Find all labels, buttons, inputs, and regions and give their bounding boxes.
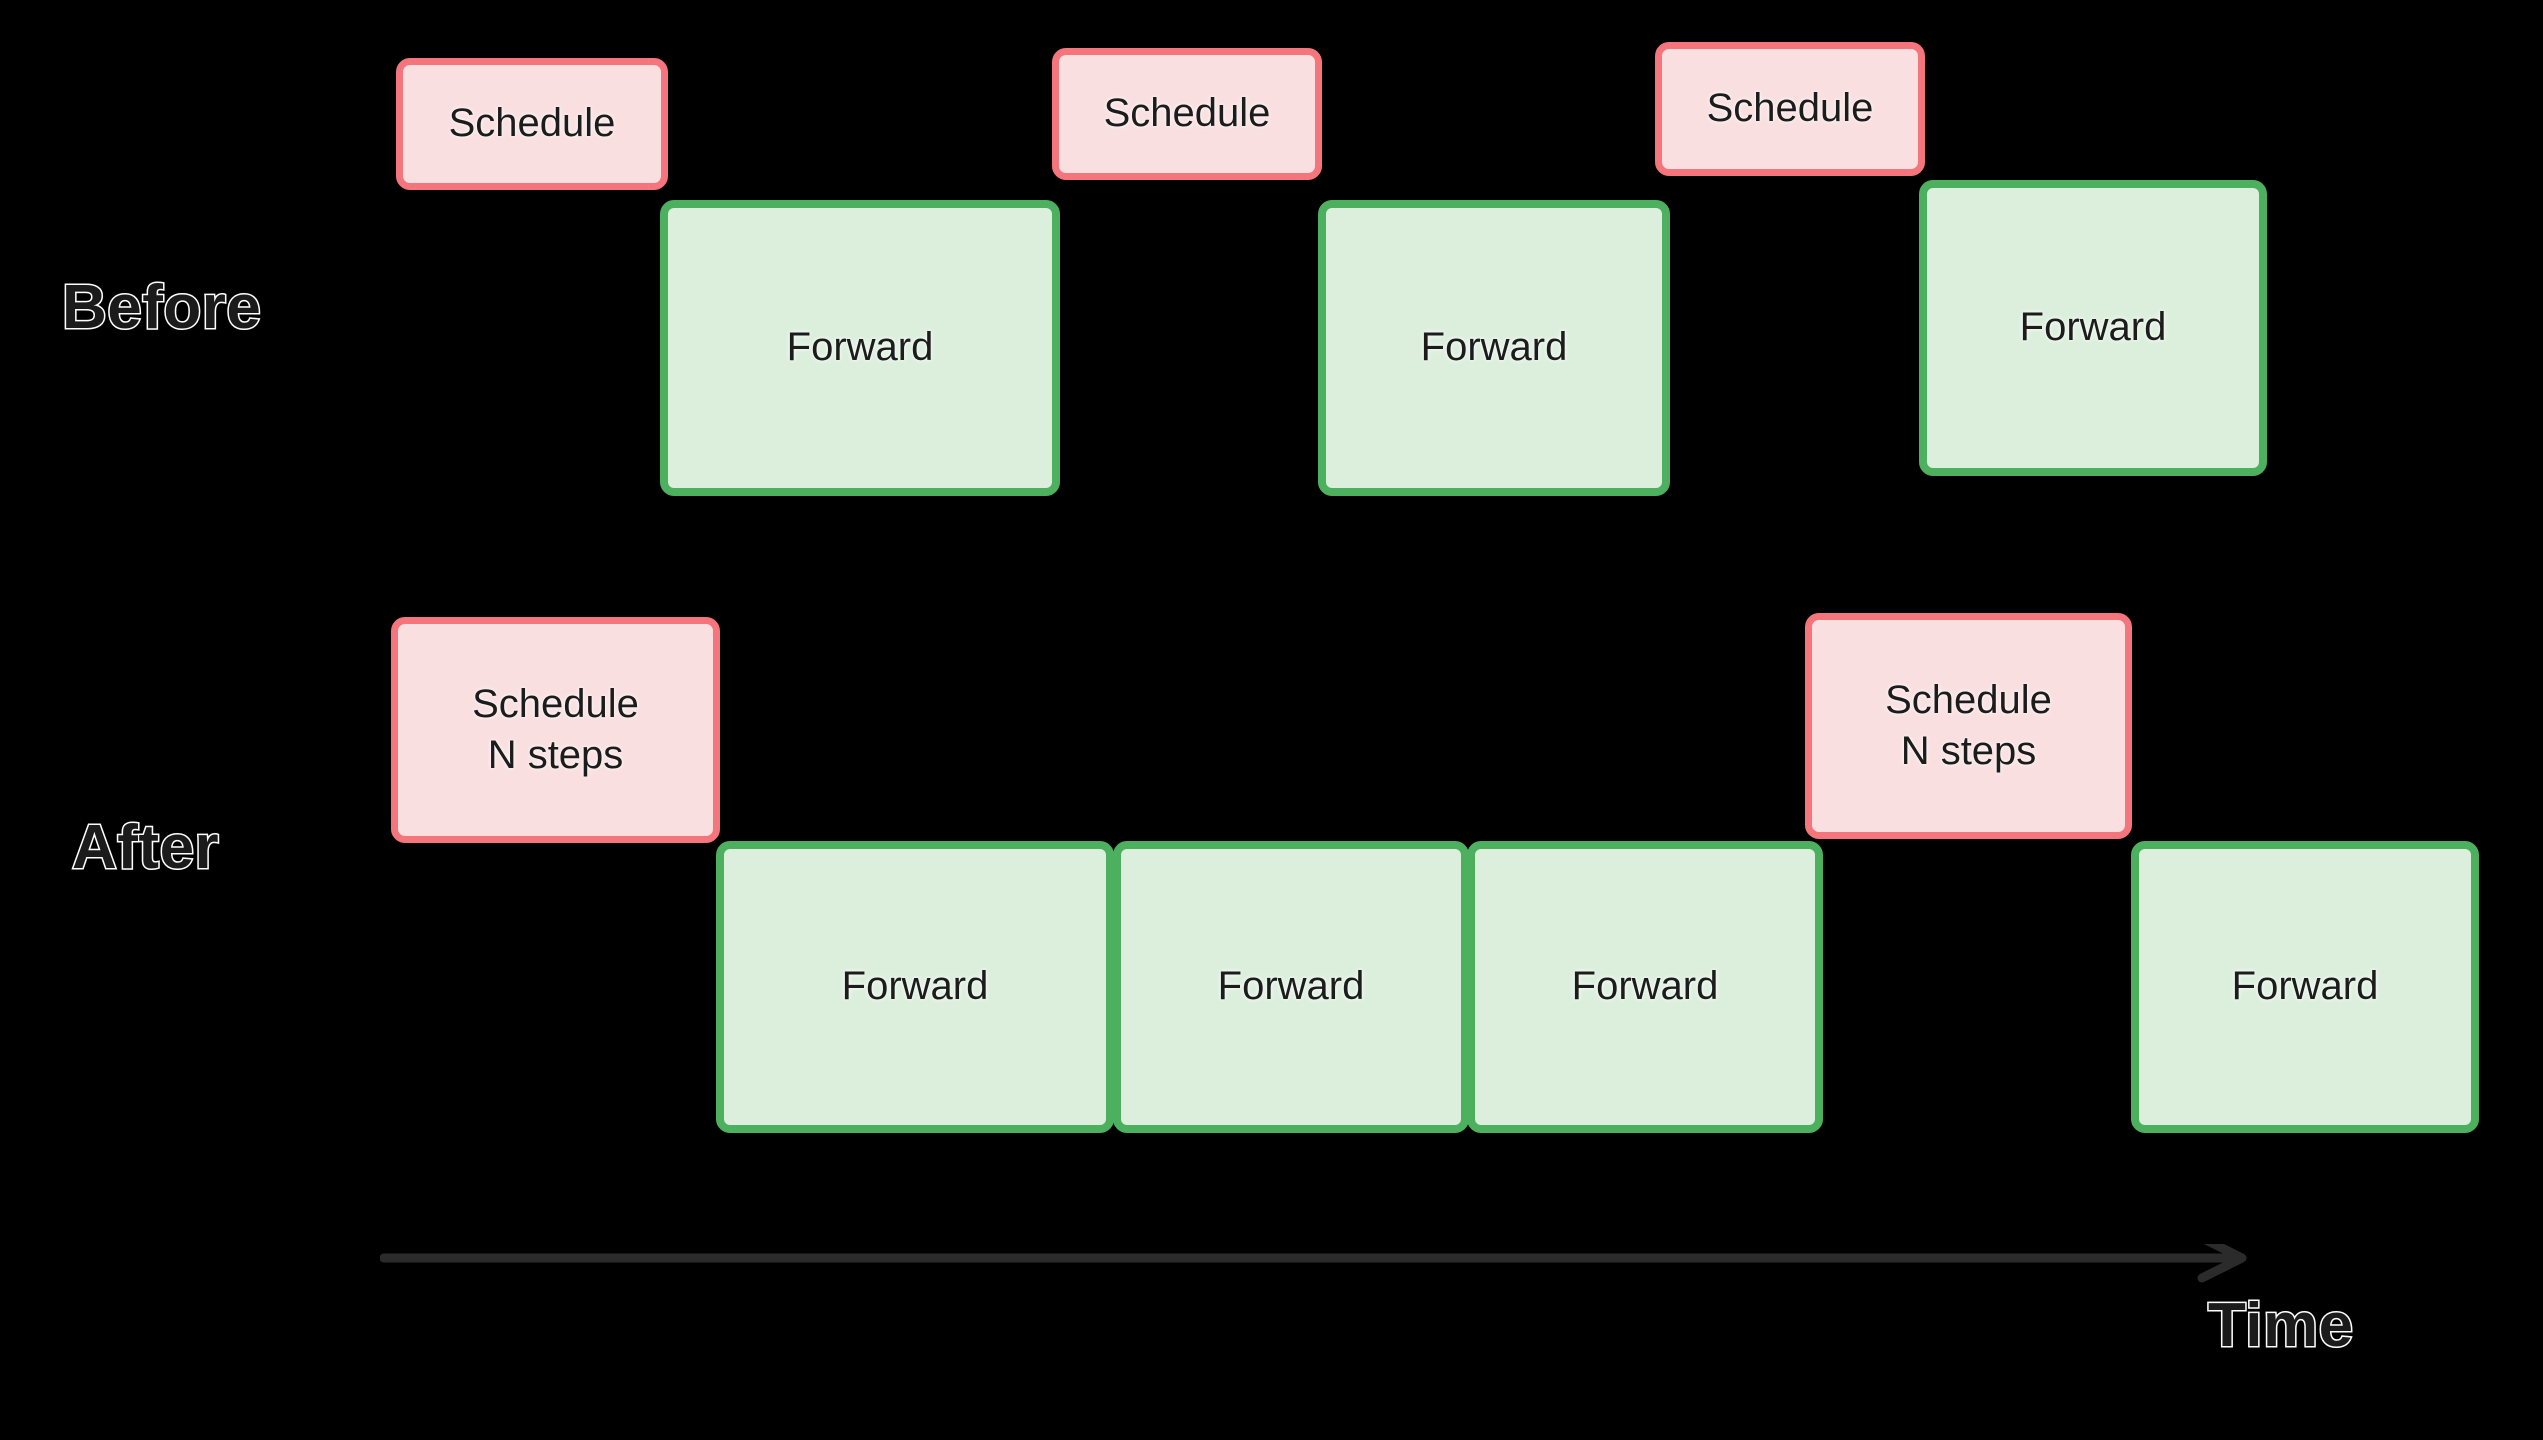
time-axis (380, 1244, 2250, 1284)
after-schedule-box-1-label: Schedule N steps (472, 681, 639, 777)
after-schedule-box-2[interactable]: Schedule N steps (1805, 613, 2132, 839)
after-forward-box-1-label: Forward (841, 964, 989, 1009)
time-axis-label: Time (2207, 1290, 2355, 1362)
row-label-after: After (70, 812, 220, 884)
after-forward-box-3[interactable]: Forward (1467, 841, 1823, 1133)
before-schedule-box-2[interactable]: Schedule (1052, 48, 1322, 180)
before-forward-box-3-label: Forward (2019, 305, 2167, 350)
before-forward-box-2-label: Forward (1420, 325, 1568, 370)
after-forward-box-4-label: Forward (2231, 964, 2379, 1009)
before-forward-box-3[interactable]: Forward (1919, 180, 2267, 476)
before-schedule-box-1-label: Schedule (448, 101, 616, 146)
time-axis-arrowhead (2197, 1244, 2247, 1283)
after-forward-box-2[interactable]: Forward (1113, 841, 1469, 1133)
before-schedule-box-1[interactable]: Schedule (396, 58, 668, 190)
before-forward-box-2[interactable]: Forward (1318, 200, 1670, 496)
before-schedule-box-2-label: Schedule (1103, 91, 1271, 136)
row-label-before: Before (60, 272, 262, 344)
before-schedule-box-3-label: Schedule (1706, 86, 1874, 131)
after-forward-box-4[interactable]: Forward (2131, 841, 2479, 1133)
after-schedule-box-1[interactable]: Schedule N steps (391, 617, 720, 843)
before-forward-box-1[interactable]: Forward (660, 200, 1060, 496)
after-schedule-box-2-label: Schedule N steps (1885, 677, 2052, 773)
before-schedule-box-3[interactable]: Schedule (1655, 42, 1925, 176)
after-forward-box-1[interactable]: Forward (716, 841, 1114, 1133)
after-forward-box-3-label: Forward (1571, 964, 1719, 1009)
after-forward-box-2-label: Forward (1217, 964, 1365, 1009)
before-forward-box-1-label: Forward (786, 325, 934, 370)
